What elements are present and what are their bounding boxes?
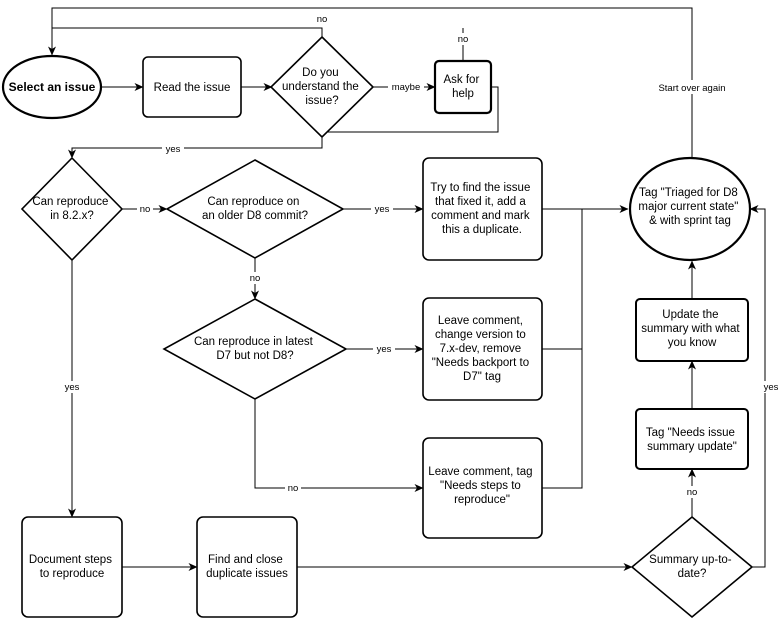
node-label: Update the summary with what you know — [641, 309, 743, 349]
step-leave-comment-steps: Leave comment, tag "Needs steps to repro… — [422, 437, 543, 539]
edge-understand-to-reproduce: yes — [162, 137, 323, 155]
edge-label-no-summary: no — [687, 487, 698, 498]
edge-reproduce-to-older: no — [122, 203, 168, 215]
edge-label-yes-summary: yes — [764, 382, 779, 393]
edge-reproduce-to-document: yes — [61, 260, 83, 518]
edge-understand-to-askhelp: maybe — [373, 81, 436, 93]
node-label: Do you understand the issue? — [282, 67, 362, 107]
step-read-issue: Read the issue — [142, 56, 242, 118]
node-label: Document steps to reproduce — [29, 554, 115, 580]
edge-label-no-askhelp: no — [458, 34, 469, 45]
step-find-duplicates: Find and close duplicate issues — [196, 516, 298, 618]
node-label: Try to find the issue that fixed it, add… — [430, 182, 533, 236]
edge-label-no-latestd7: no — [288, 483, 299, 494]
edge-triaged-to-select: Start over again — [51, 7, 734, 158]
node-label: Summary up-to- date? — [649, 554, 735, 580]
step-tag-needs-summary: Tag "Needs issue summary update" — [635, 408, 749, 470]
step-ask-for-help: Ask for help — [433, 59, 493, 115]
node-label: Select an issue — [9, 80, 96, 94]
edge-older-to-latestd7: no — [247, 258, 263, 300]
node-label: Tag "Needs issue summary update" — [646, 427, 738, 453]
start-select-issue: Select an issue — [1, 54, 103, 120]
edge-askhelp-to-select: no — [455, 28, 471, 61]
edge-latestd7-to-steps: no — [254, 399, 424, 494]
decision-summary-uptodate: Summary up-to- date? — [630, 515, 754, 619]
step-find-fixed-issue: Try to find the issue that fixed it, add… — [422, 157, 543, 261]
node-label: Read the issue — [154, 82, 231, 94]
edge-label-yes-older: yes — [375, 204, 390, 215]
edge-label-no-older: no — [250, 273, 261, 284]
edge-label-yes-reproduce: yes — [65, 382, 80, 393]
step-leave-comment-version: Leave comment, change version to 7.x-dev… — [422, 297, 543, 401]
edge-label-yes-latestd7: yes — [377, 344, 392, 355]
edge-summary-to-tagneeds: no — [684, 468, 700, 517]
node-label: Tag "Triaged for D8 major current state"… — [638, 187, 741, 227]
node-label: Can reproduce in 8.2.x? — [32, 196, 111, 222]
edge-older-to-findfixed: yes — [343, 203, 424, 215]
edge-understand-to-select: no — [48, 13, 330, 56]
decision-latest-d7: Can reproduce in latest D7 but not D8? — [162, 298, 348, 400]
node-label: Find and close duplicate issues — [206, 554, 288, 580]
decision-understand: Do you understand the issue? — [269, 35, 375, 139]
node-label: Leave comment, change version to 7.x-dev… — [432, 315, 533, 383]
decision-can-reproduce: Can reproduce in 8.2.x? — [20, 156, 124, 262]
step-update-summary: Update the summary with what you know — [635, 298, 749, 362]
edge-label-no-understand: no — [317, 14, 328, 25]
node-label: Can reproduce in latest D7 but not D8? — [194, 336, 316, 362]
decision-older-commit: Can reproduce on an older D8 commit? — [165, 159, 345, 259]
node-label: Ask for help — [444, 74, 483, 100]
node-label: Leave comment, tag "Needs steps to repro… — [428, 466, 535, 506]
edge-steps-to-triaged — [542, 349, 583, 489]
edge-summary-to-triaged: yes — [749, 205, 782, 568]
node-label: Can reproduce on an older D8 commit? — [202, 196, 308, 222]
end-tag-triaged: Tag "Triaged for D8 major current state"… — [628, 156, 752, 262]
edge-label-maybe: maybe — [392, 82, 421, 93]
step-document-steps: Document steps to reproduce — [21, 516, 123, 618]
edge-label-yes-understand: yes — [166, 144, 181, 155]
edge-comment-to-triaged — [542, 209, 583, 350]
edge-latestd7-to-comment: yes — [346, 343, 424, 355]
edge-label-start-over: Start over again — [658, 83, 725, 94]
edge-label-no-reproduce: no — [140, 204, 151, 215]
